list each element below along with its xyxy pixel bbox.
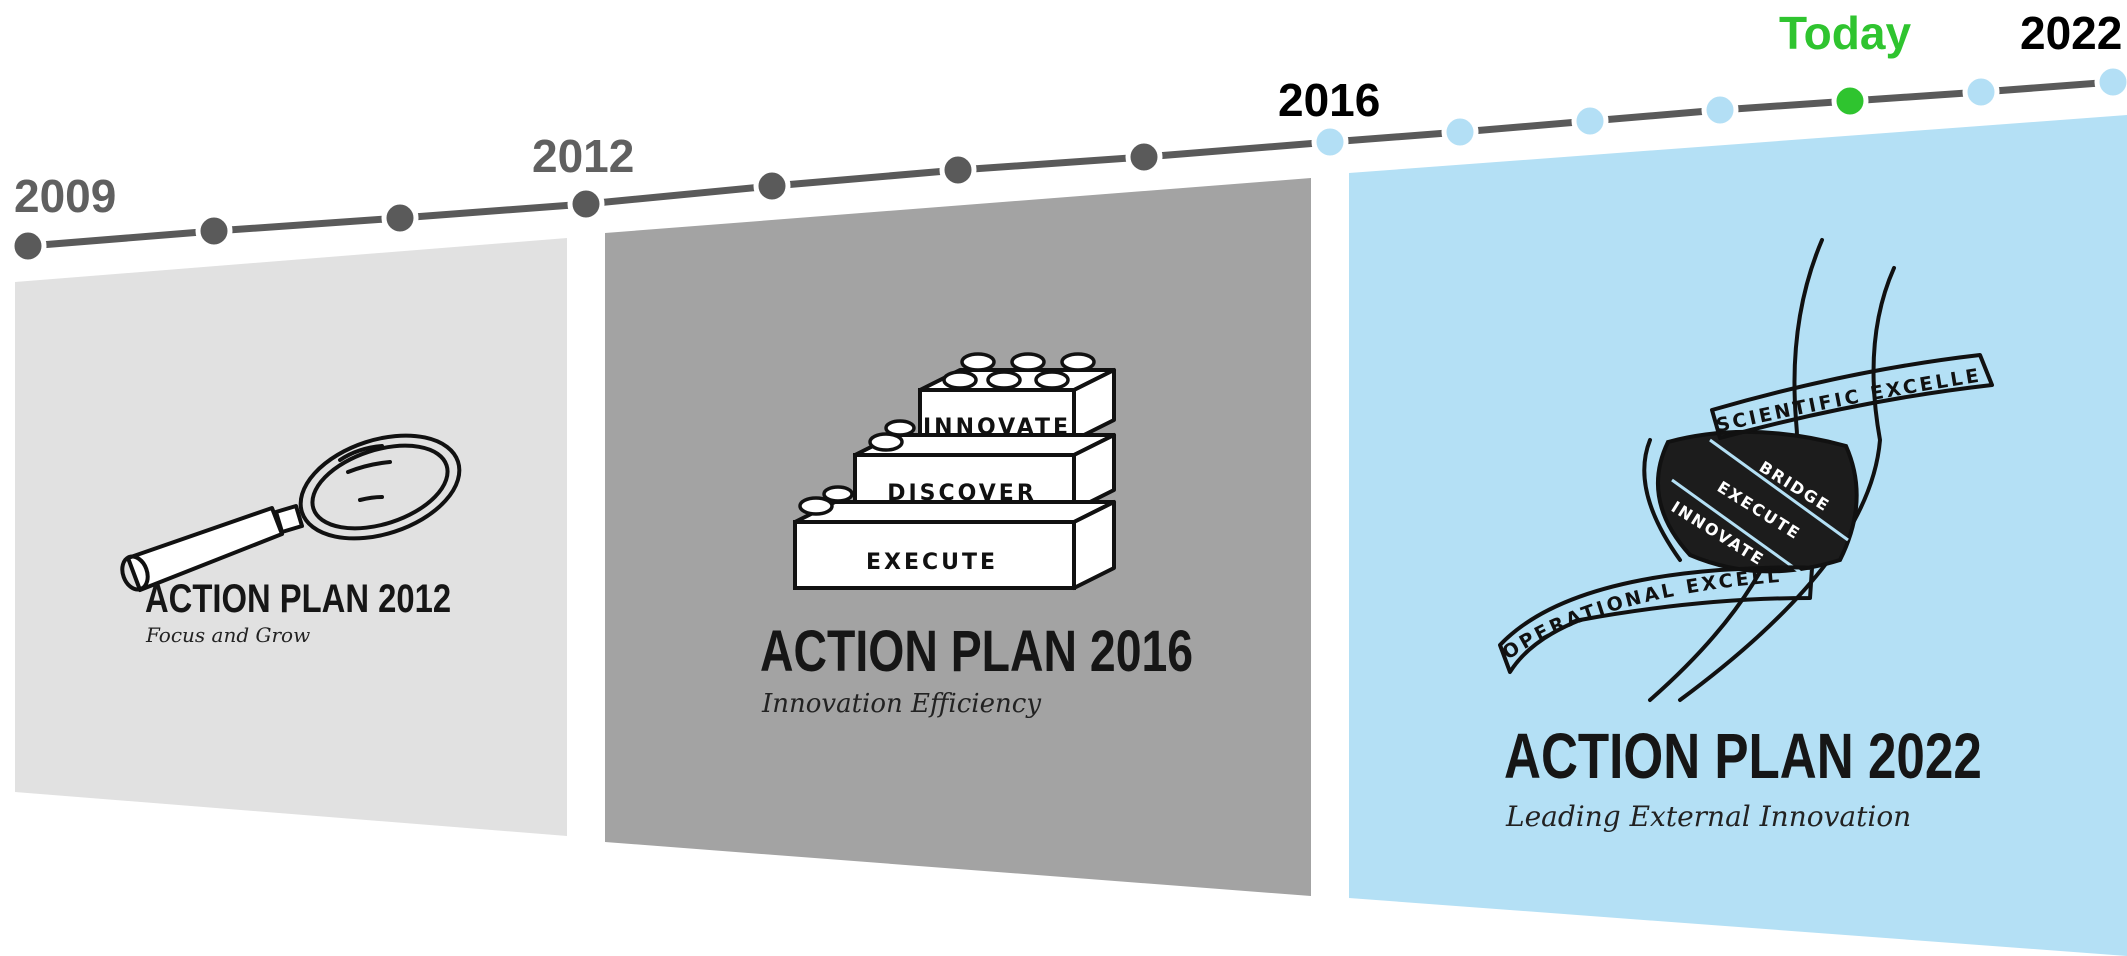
timeline: 2009 2012 2016 Today 2022 bbox=[9, 7, 2127, 265]
timeline-dot bbox=[939, 151, 977, 189]
panel-2012: ACTION PLAN 2012 Focus and Grow bbox=[15, 238, 567, 836]
stacked-blocks-icon bbox=[793, 352, 1116, 590]
block-word-execute: EXECUTE bbox=[866, 550, 998, 575]
timeline-dot bbox=[1125, 138, 1163, 176]
timeline-dot-2016 bbox=[1311, 123, 1349, 161]
panel-2022-subtitle: Leading External Innovation bbox=[1505, 800, 1911, 833]
panel-2016-title: ACTION PLAN 2016 bbox=[760, 619, 1193, 684]
timeline-label-2022: 2022 bbox=[2020, 7, 2122, 59]
panel-2012-background bbox=[15, 238, 567, 836]
timeline-dot-2022 bbox=[2094, 63, 2127, 101]
panel-2016-subtitle: Innovation Efficiency bbox=[761, 689, 1041, 719]
timeline-dot-2009 bbox=[9, 227, 47, 265]
timeline-label-2012: 2012 bbox=[532, 130, 634, 182]
timeline-dots bbox=[9, 63, 2127, 265]
dna-helix-icon bbox=[1498, 238, 1994, 702]
timeline-dot bbox=[381, 199, 419, 237]
timeline-dot bbox=[1571, 102, 1609, 140]
block-word-discover: DISCOVER bbox=[887, 481, 1037, 506]
timeline-dot bbox=[1441, 113, 1479, 151]
panel-2022-title: ACTION PLAN 2022 bbox=[1504, 722, 1982, 793]
timeline-dot bbox=[1701, 91, 1739, 129]
panel-2012-title: ACTION PLAN 2012 bbox=[145, 576, 451, 621]
timeline-dot-today bbox=[1831, 82, 1869, 120]
panel-2012-subtitle: Focus and Grow bbox=[145, 623, 310, 647]
timeline-label-2009: 2009 bbox=[14, 170, 116, 222]
timeline-label-2016: 2016 bbox=[1278, 74, 1380, 126]
timeline-label-today: Today bbox=[1779, 7, 1911, 59]
block-word-innovate: INNOVATE bbox=[923, 415, 1071, 440]
timeline-dot bbox=[1962, 73, 2000, 111]
timeline-dot bbox=[753, 167, 791, 205]
timeline-dot bbox=[195, 212, 233, 250]
panel-2016: INNOVATE DISCOVER EXECUTE ACTION PLAN 20… bbox=[605, 178, 1311, 896]
magnifying-glass-icon bbox=[120, 433, 462, 592]
timeline-line bbox=[27, 78, 2114, 250]
timeline-dot-2012 bbox=[567, 185, 605, 223]
